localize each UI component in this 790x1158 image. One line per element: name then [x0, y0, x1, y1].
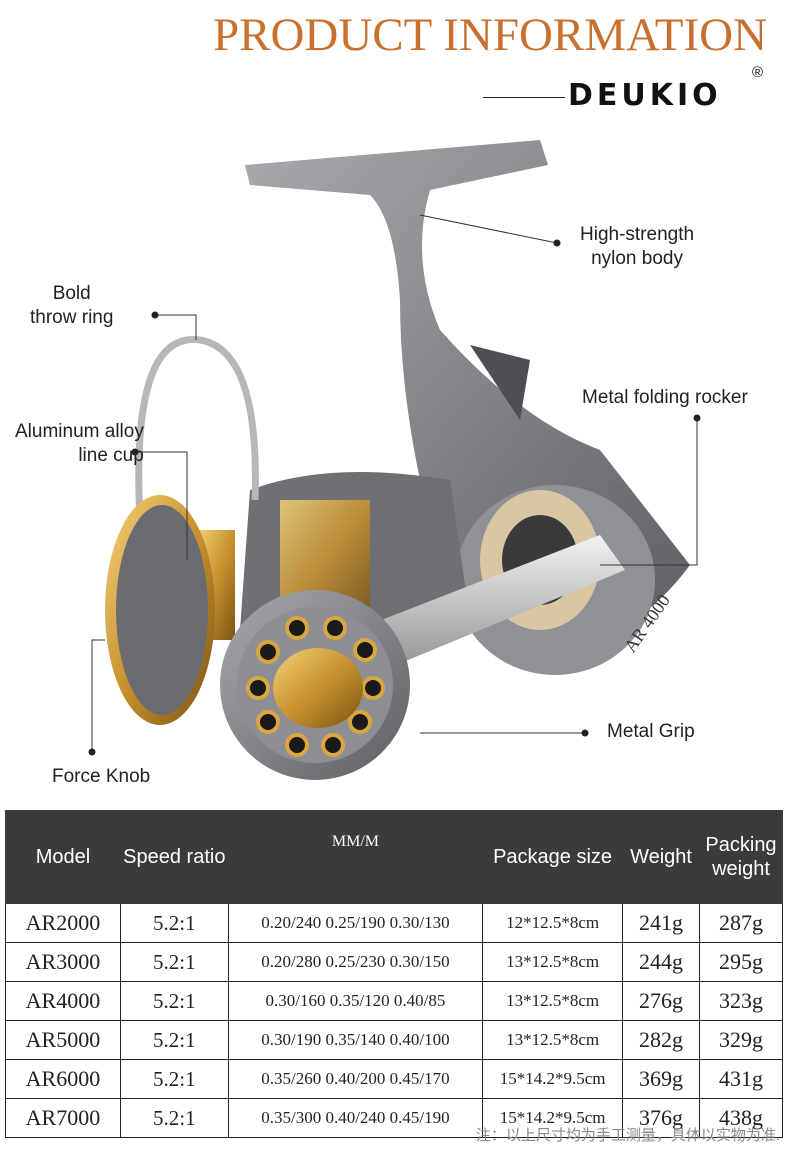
cell-model: AR4000	[5, 981, 121, 1021]
cell-model: AR6000	[5, 1059, 121, 1099]
header-packing-weight: Packing weight	[698, 810, 784, 904]
cell-speed-ratio: 5.2:1	[119, 903, 229, 943]
measurement-note: 注：以上尺寸均为手工测量，具体以实物为准.	[475, 1127, 780, 1144]
callout-line-cup: Aluminum alloy line cup	[15, 420, 144, 468]
callout-text: Metal Grip	[607, 721, 695, 742]
cell-package-size: 13*12.5*8cm	[482, 942, 624, 982]
callout-text: High-strength nylon body	[580, 224, 695, 269]
cell-weight: 244g	[622, 942, 700, 982]
cell-model: AR5000	[5, 1020, 121, 1060]
cell-weight: 282g	[622, 1020, 700, 1060]
callout-folding-rocker: Metal folding rocker	[582, 386, 748, 410]
header-speed-ratio: Speed ratio	[119, 810, 229, 904]
callout-text: Metal folding rocker	[582, 387, 748, 408]
header-mm-m: MM/M	[227, 810, 484, 904]
fishing-reel-image: AR 4000	[88, 140, 701, 780]
header-package-size: Package size	[482, 810, 624, 904]
header-model: Model	[5, 810, 121, 904]
cell-speed-ratio: 5.2:1	[119, 942, 229, 982]
cell-line-capacity: 0.20/240 0.25/190 0.30/130	[227, 903, 484, 943]
cell-package-size: 15*14.2*9.5cm	[482, 1059, 624, 1099]
cell-speed-ratio: 5.2:1	[119, 1020, 229, 1060]
cell-model: AR3000	[5, 942, 121, 982]
brand-logo: DEUKIO	[568, 78, 722, 113]
cell-packing-weight: 329g	[698, 1020, 784, 1060]
cell-packing-weight: 438g	[698, 1098, 784, 1138]
registered-mark: ®	[752, 64, 764, 81]
cell-line-capacity: 0.35/260 0.40/200 0.45/170	[227, 1059, 484, 1099]
cell-line-capacity: 0.35/300 0.40/240 0.45/190	[227, 1098, 484, 1138]
callout-text: Bold throw ring	[30, 283, 114, 328]
callout-throw-ring: Bold throw ring	[30, 282, 113, 330]
cell-packing-weight: 295g	[698, 942, 784, 982]
callout-force-knob: Force Knob	[52, 765, 150, 789]
cell-line-capacity: 0.20/280 0.25/230 0.30/150	[227, 942, 484, 982]
spec-table: Model Speed ratio MM/M Package size Weig…	[5, 810, 784, 1138]
cell-speed-ratio: 5.2:1	[119, 981, 229, 1021]
cell-packing-weight: 431g	[698, 1059, 784, 1099]
logo-divider	[483, 97, 565, 98]
cell-weight: 369g	[622, 1059, 700, 1099]
cell-package-size: 15*14.2*9.5cm	[482, 1098, 624, 1138]
cell-model: AR2000	[5, 903, 121, 943]
cell-line-capacity: 0.30/190 0.35/140 0.40/100	[227, 1020, 484, 1060]
cell-package-size: 13*12.5*8cm	[482, 1020, 624, 1060]
callout-text: Aluminum alloy line cup	[15, 421, 144, 466]
cell-speed-ratio: 5.2:1	[119, 1098, 229, 1138]
header-weight: Weight	[622, 810, 700, 904]
callout-metal-grip: Metal Grip	[607, 720, 695, 744]
callout-nylon-body: High-strength nylon body	[580, 223, 694, 271]
cell-weight: 376g	[622, 1098, 700, 1138]
cell-speed-ratio: 5.2:1	[119, 1059, 229, 1099]
cell-weight: 276g	[622, 981, 700, 1021]
cell-line-capacity: 0.30/160 0.35/120 0.40/85	[227, 981, 484, 1021]
page-title: PRODUCT INFORMATION	[212, 9, 768, 61]
cell-weight: 241g	[622, 903, 700, 943]
table-header-row: Model Speed ratio MM/M Package size Weig…	[5, 810, 784, 904]
cell-package-size: 13*12.5*8cm	[482, 981, 624, 1021]
cell-package-size: 12*12.5*8cm	[482, 903, 624, 943]
cell-packing-weight: 287g	[698, 903, 784, 943]
cell-model: AR7000	[5, 1098, 121, 1138]
callout-text: Force Knob	[52, 766, 151, 787]
cell-packing-weight: 323g	[698, 981, 784, 1021]
